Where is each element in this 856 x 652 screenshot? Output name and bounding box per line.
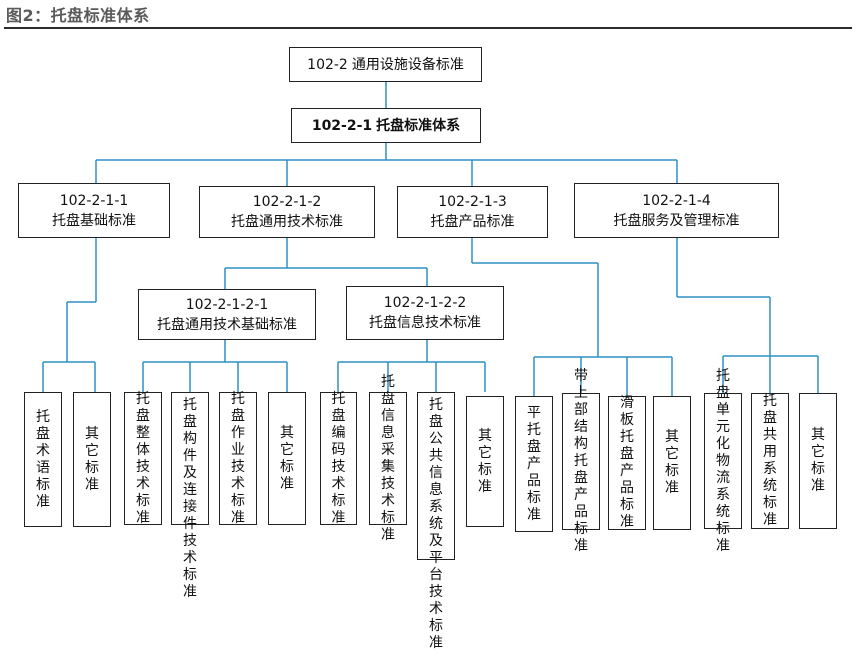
level2-node-product: 102-2-1-3 托盘产品标准 (397, 186, 548, 238)
level3-code: 102-2-1-2-1 (185, 296, 269, 313)
leaf-node: 托盘术语标准 (24, 392, 62, 527)
connector-lines (42, 82, 819, 396)
root-node: 102-2 通用设施设备标准 (289, 47, 482, 82)
system-label: 托盘标准体系 (376, 117, 461, 134)
root-label: 通用设施设备标准 (351, 56, 464, 73)
leaf-node: 托盘编码技术标准 (320, 390, 357, 526)
level2-code: 102-2-1-3 (438, 194, 507, 210)
level2-node-basic: 102-2-1-1 托盘基础标准 (18, 183, 170, 238)
level3-node-general-basic: 102-2-1-2-1 托盘通用技术基础标准 (138, 289, 316, 340)
leaf-label: 其它标准 (478, 427, 492, 495)
level3-node-info-tech: 102-2-1-2-2 托盘信息技术标准 (346, 286, 504, 340)
leaf-label: 托盘整体技术标准 (136, 390, 150, 526)
title-rule (4, 27, 852, 29)
leaf-node: 托盘公共信息系统及平台技术标准 (417, 392, 455, 651)
level2-node-service-management: 102-2-1-4 托盘服务及管理标准 (574, 183, 779, 238)
leaf-label: 滑板托盘产品标准 (620, 395, 634, 530)
leaf-node: 托盘信息采集技术标准 (369, 374, 407, 543)
leaf-node: 其它标准 (268, 392, 306, 525)
leaf-node: 其它标准 (799, 393, 837, 529)
leaf-node: 托盘构件及连接件技术标准 (171, 392, 209, 600)
level2-label: 托盘产品标准 (430, 214, 515, 230)
leaf-label: 托盘构件及连接件技术标准 (183, 397, 197, 600)
figure-title: 图2：托盘标准体系 (6, 6, 150, 25)
leaf-node: 其它标准 (73, 392, 111, 527)
leaf-node: 托盘作业技术标准 (219, 390, 257, 526)
leaf-label: 平托盘产品标准 (527, 404, 541, 523)
leaf-label: 托盘编码技术标准 (331, 390, 346, 526)
leaf-node: 滑板托盘产品标准 (608, 395, 646, 530)
system-code: 102-2-1 (311, 117, 373, 134)
leaf-node: 托盘整体技术标准 (124, 390, 162, 526)
level3-label: 托盘通用技术基础标准 (157, 316, 297, 333)
leaf-node: 平托盘产品标准 (515, 396, 553, 532)
leaf-label: 托盘共用系统标准 (763, 393, 777, 528)
leaf-node: 其它标准 (466, 396, 504, 527)
leaf-label: 托盘单元化物流系统标准 (716, 367, 730, 554)
leaf-label: 其它标准 (811, 427, 825, 494)
leaf-label: 托盘术语标准 (36, 408, 50, 510)
leaf-node: 带上部结构托盘产品标准 (562, 368, 600, 554)
level2-label: 托盘基础标准 (52, 212, 136, 229)
leaf-label: 托盘作业技术标准 (231, 390, 245, 526)
level2-code: 102-2-1-2 (252, 194, 322, 210)
level2-code: 102-2-1-1 (59, 192, 129, 209)
level2-code: 102-2-1-4 (642, 192, 711, 209)
level3-label: 托盘信息技术标准 (369, 315, 481, 331)
leaf-label: 带上部结构托盘产品标准 (574, 368, 588, 554)
leaf-label: 托盘公共信息系统及平台技术标准 (429, 397, 443, 651)
leaf-node: 其它标准 (653, 396, 691, 530)
leaf-label: 其它标准 (280, 424, 294, 492)
root-code: 102-2 (307, 56, 348, 73)
leaf-label: 托盘信息采集技术标准 (381, 373, 395, 543)
leaf-label: 其它标准 (665, 429, 679, 496)
level2-node-general-tech: 102-2-1-2 托盘通用技术标准 (199, 186, 375, 238)
leaf-node: 托盘共用系统标准 (751, 393, 789, 529)
leaf-label: 其它标准 (85, 425, 99, 493)
system-node: 102-2-1 托盘标准体系 (291, 108, 481, 143)
level2-label: 托盘服务及管理标准 (613, 212, 740, 229)
leaf-node: 托盘单元化物流系统标准 (704, 368, 742, 554)
level3-code: 102-2-1-2-2 (383, 295, 467, 311)
level2-label: 托盘通用技术标准 (231, 214, 343, 230)
